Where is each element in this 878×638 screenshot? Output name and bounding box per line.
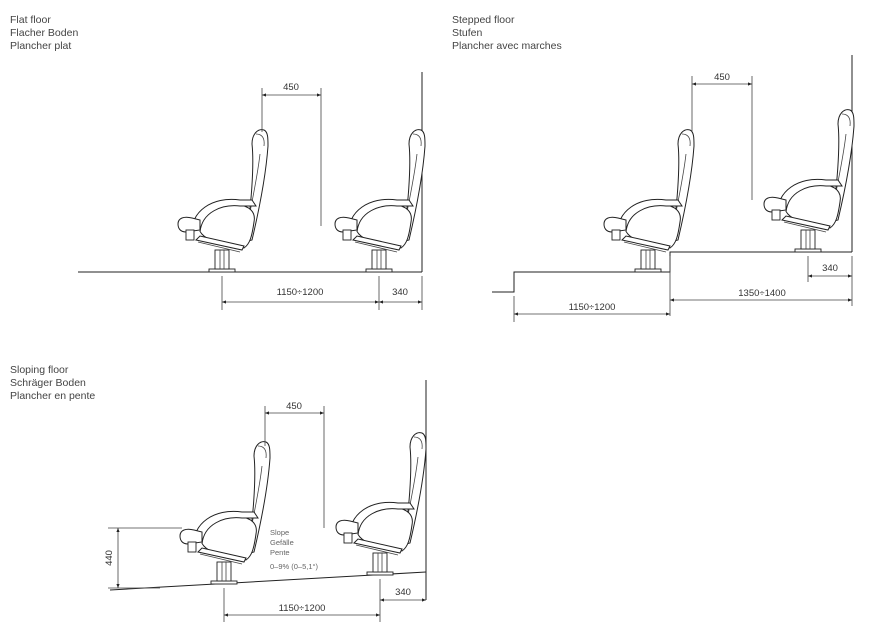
slope-label-en: Slope [270, 528, 289, 537]
slope-label-fr: Pente [270, 548, 290, 557]
sloping-floor-title-fr: Plancher en pente [10, 390, 96, 402]
sloping-dim-gap: 450 [286, 401, 302, 412]
stepped-dim-wall: 340 [822, 263, 838, 274]
sloping-chair-front [179, 441, 271, 585]
flat-chair-front [177, 129, 269, 273]
sloping-dim-row: 1150÷1200 [279, 603, 326, 614]
stepped-floor-title-fr: Plancher avec marches [452, 40, 562, 52]
sloping-floor-title-en: Sloping floor [10, 364, 69, 376]
flat-floor-caption: Flat floor Flacher Boden Plancher plat [10, 14, 78, 53]
flat-dim-row: 1150÷1200 [277, 287, 324, 298]
flat-floor-title-fr: Plancher plat [10, 40, 72, 52]
sloping-floor-caption: Sloping floor Schräger Boden Plancher en… [10, 364, 95, 403]
stepped-chair-back [763, 109, 855, 253]
flat-floor-title-en: Flat floor [10, 14, 51, 26]
stepped-floor-caption: Stepped floor Stufen Plancher avec march… [452, 14, 562, 53]
sloping-dim-height: 440 [104, 550, 115, 566]
stepped-chair-front [603, 129, 695, 273]
slope-label-de: Gefälle [270, 538, 294, 547]
flat-chair-back [334, 129, 426, 273]
flat-floor-diagram: 450 1150÷1200 340 [78, 72, 426, 310]
stepped-floor-title-en: Stepped floor [452, 14, 515, 26]
sloping-dim-wall: 340 [395, 587, 411, 598]
flat-dim-wall: 340 [392, 287, 408, 298]
flat-dim-gap: 450 [283, 82, 299, 93]
slope-value: 0–9% (0–5,1°) [270, 562, 319, 571]
sloping-floor-title-de: Schräger Boden [10, 377, 86, 389]
stepped-floor-diagram: 450 340 1350÷1400 1150÷1200 [492, 55, 855, 322]
stepped-dim-row-high: 1350÷1400 [738, 288, 785, 299]
stepped-dim-gap: 450 [714, 72, 730, 83]
sloping-chair-back [335, 432, 427, 576]
stepped-floor-line [492, 251, 852, 293]
sloping-floor-diagram: 450 440 Slope Gefälle Pente 0–9% (0–5,1°… [104, 380, 427, 622]
flat-floor-title-de: Flacher Boden [10, 27, 79, 39]
stepped-floor-title-de: Stufen [452, 27, 483, 39]
stepped-dim-row-low: 1150÷1200 [569, 302, 616, 313]
